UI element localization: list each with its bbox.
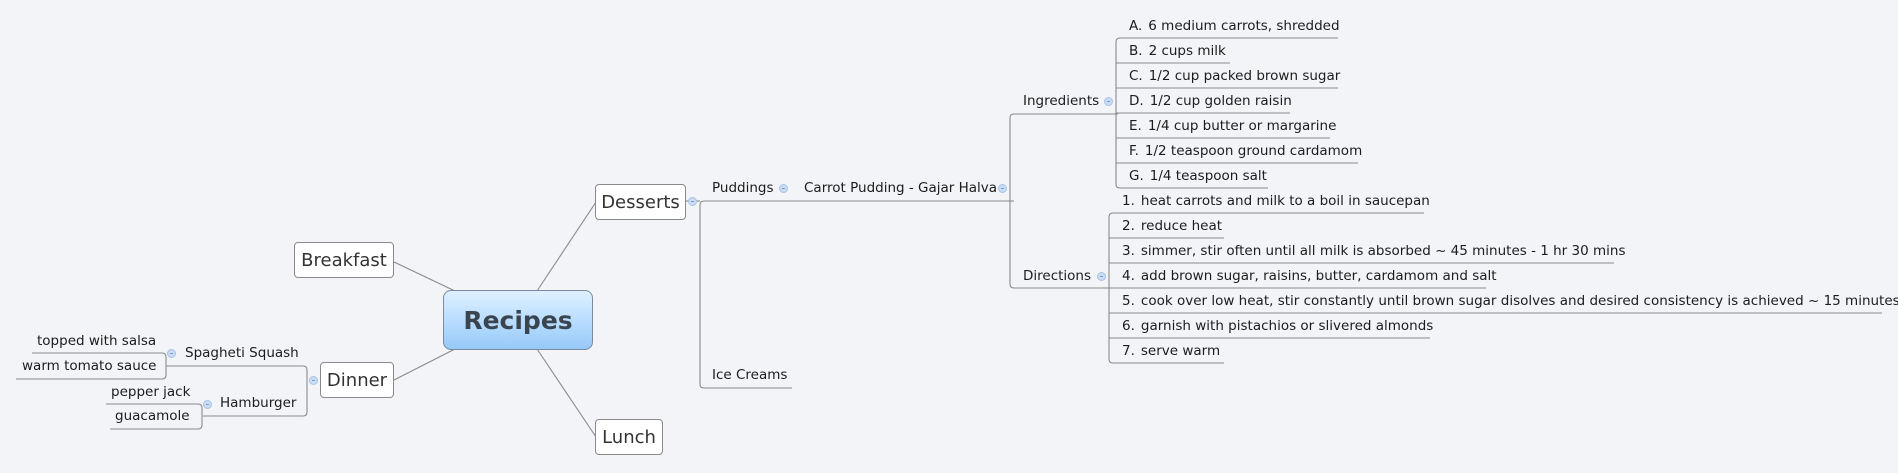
- subtopic-ingredients[interactable]: Ingredients: [1023, 92, 1099, 110]
- direction-text: heat carrots and milk to a boil in sauce…: [1140, 193, 1430, 209]
- collapse-carrot-pudding-icon[interactable]: [998, 184, 1007, 193]
- leaf-label: pepper jack: [111, 384, 191, 400]
- leaf-label: guacamole: [115, 408, 190, 424]
- topic-label: Lunch: [602, 426, 656, 448]
- subtopic-label: Spagheti Squash: [185, 345, 299, 361]
- list-marker: 1.: [1122, 193, 1135, 209]
- direction-text: reduce heat: [1140, 218, 1223, 234]
- leaf-warm-tomato-sauce[interactable]: warm tomato sauce: [22, 357, 156, 375]
- direction-text: cook over low heat, stir constantly unti…: [1140, 293, 1898, 309]
- direction-item[interactable]: 1. heat carrots and milk to a boil in sau…: [1122, 192, 1430, 210]
- direction-item[interactable]: 4. add brown sugar, raisins, butter, card…: [1122, 267, 1497, 285]
- subtopic-ice-creams[interactable]: Ice Creams: [712, 366, 787, 384]
- list-marker: 4.: [1122, 268, 1135, 284]
- list-marker: 5.: [1122, 293, 1135, 309]
- ingredient-item[interactable]: A. 6 medium carrots, shredded: [1129, 17, 1340, 35]
- direction-item[interactable]: 7. serve warm: [1122, 342, 1220, 360]
- list-marker: G.: [1129, 168, 1144, 184]
- direction-text: simmer, stir often until all milk is abs…: [1140, 243, 1626, 259]
- collapse-hamburger-icon[interactable]: [203, 400, 212, 409]
- ingredient-text: 6 medium carrots, shredded: [1148, 18, 1340, 34]
- topic-breakfast[interactable]: Breakfast: [294, 242, 394, 278]
- direction-text: garnish with pistachios or slivered almo…: [1140, 318, 1434, 334]
- leaf-label: warm tomato sauce: [22, 358, 157, 374]
- topic-label: Dinner: [326, 369, 388, 391]
- central-topic-label: Recipes: [463, 305, 573, 335]
- subtopic-label: Carrot Pudding - Gajar Halva: [804, 180, 998, 196]
- list-marker: A.: [1129, 18, 1143, 34]
- leaf-topped-with-salsa[interactable]: topped with salsa: [37, 332, 156, 350]
- topic-label: Breakfast: [301, 249, 387, 271]
- list-marker: B.: [1129, 43, 1143, 59]
- subtopic-label: Ingredients: [1023, 93, 1100, 109]
- list-marker: 7.: [1122, 343, 1135, 359]
- list-marker: 3.: [1122, 243, 1135, 259]
- ingredient-item[interactable]: B. 2 cups milk: [1129, 42, 1226, 60]
- central-topic-recipes[interactable]: Recipes: [443, 290, 593, 350]
- subtopic-directions[interactable]: Directions: [1023, 267, 1091, 285]
- ingredient-text: 1/2 teaspoon ground cardamom: [1144, 143, 1363, 159]
- ingredient-text: 1/4 cup butter or margarine: [1147, 118, 1337, 134]
- subtopic-spaghetti-squash[interactable]: Spagheti Squash: [185, 344, 299, 362]
- subtopic-label: Directions: [1023, 268, 1092, 284]
- ingredient-item[interactable]: G. 1/4 teaspoon salt: [1129, 167, 1267, 185]
- ingredient-item[interactable]: E. 1/4 cup butter or margarine: [1129, 117, 1336, 135]
- leaf-guacamole[interactable]: guacamole: [115, 407, 190, 425]
- ingredient-item[interactable]: D. 1/2 cup golden raisin: [1129, 92, 1292, 110]
- collapse-dinner-icon[interactable]: [309, 376, 318, 385]
- subtopic-carrot-pudding[interactable]: Carrot Pudding - Gajar Halva: [804, 179, 997, 197]
- direction-item[interactable]: 2. reduce heat: [1122, 217, 1222, 235]
- topic-label: Desserts: [601, 191, 680, 213]
- list-marker: 6.: [1122, 318, 1135, 334]
- leaf-label: topped with salsa: [37, 333, 157, 349]
- collapse-spaghetti-squash-icon[interactable]: [167, 349, 176, 358]
- collapse-puddings-icon[interactable]: [779, 184, 788, 193]
- direction-item[interactable]: 5. cook over low heat, stir constantly un…: [1122, 292, 1898, 310]
- topic-dinner[interactable]: Dinner: [320, 362, 394, 398]
- subtopic-label: Puddings: [712, 180, 774, 196]
- collapse-directions-icon[interactable]: [1097, 272, 1106, 281]
- collapse-desserts-icon[interactable]: [688, 197, 697, 206]
- topic-desserts[interactable]: Desserts: [595, 184, 686, 220]
- collapse-ingredients-icon[interactable]: [1104, 97, 1113, 106]
- subtopic-label: Ice Creams: [712, 367, 788, 383]
- list-marker: E.: [1129, 118, 1142, 134]
- direction-item[interactable]: 6. garnish with pistachios or slivered al…: [1122, 317, 1433, 335]
- ingredient-text: 1/2 cup packed brown sugar: [1148, 68, 1341, 84]
- list-marker: C.: [1129, 68, 1143, 84]
- list-marker: 2.: [1122, 218, 1135, 234]
- list-marker: D.: [1129, 93, 1144, 109]
- ingredient-text: 2 cups milk: [1148, 43, 1226, 59]
- topic-lunch[interactable]: Lunch: [595, 419, 663, 455]
- subtopic-puddings[interactable]: Puddings: [712, 179, 774, 197]
- ingredient-item[interactable]: F. 1/2 teaspoon ground cardamom: [1129, 142, 1362, 160]
- subtopic-hamburger[interactable]: Hamburger: [220, 394, 296, 412]
- leaf-pepper-jack[interactable]: pepper jack: [111, 383, 190, 401]
- direction-item[interactable]: 3. simmer, stir often until all milk is a…: [1122, 242, 1626, 260]
- direction-text: serve warm: [1140, 343, 1221, 359]
- ingredient-item[interactable]: C. 1/2 cup packed brown sugar: [1129, 67, 1340, 85]
- list-marker: F.: [1129, 143, 1139, 159]
- subtopic-label: Hamburger: [220, 395, 297, 411]
- ingredient-text: 1/4 teaspoon salt: [1149, 168, 1267, 184]
- direction-text: add brown sugar, raisins, butter, cardam…: [1140, 268, 1497, 284]
- ingredient-text: 1/2 cup golden raisin: [1149, 93, 1292, 109]
